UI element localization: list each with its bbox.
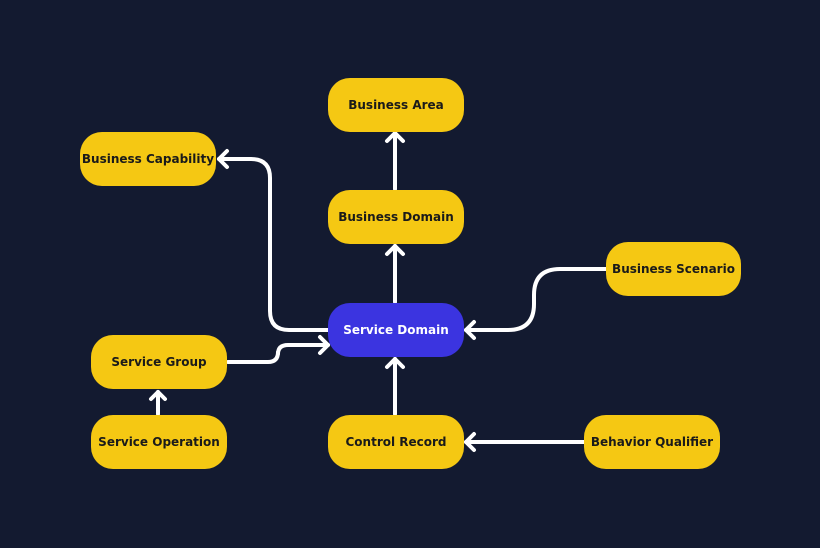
edge-service-domain-to-business-capability — [217, 149, 330, 332]
node-business-area[interactable]: Business Area — [328, 78, 464, 132]
node-service-group[interactable]: Service Group — [91, 335, 227, 389]
node-business-domain[interactable]: Business Domain — [328, 190, 464, 244]
edge-service-group-to-service-domain — [226, 335, 330, 364]
edge-service-operation-to-service-group — [149, 390, 167, 416]
node-business-scenario[interactable]: Business Scenario — [606, 242, 741, 296]
node-business-capability[interactable]: Business Capability — [80, 132, 216, 186]
node-service-domain[interactable]: Service Domain — [328, 303, 464, 357]
edge-business-domain-to-business-area — [385, 131, 405, 191]
node-behavior-qualifier[interactable]: Behavior Qualifier — [584, 415, 720, 469]
edge-control-record-to-service-domain — [385, 357, 405, 416]
edge-business-scenario-to-service-domain — [464, 267, 608, 340]
edge-service-domain-to-business-domain — [385, 244, 405, 304]
node-control-record[interactable]: Control Record — [328, 415, 464, 469]
node-service-operation[interactable]: Service Operation — [91, 415, 227, 469]
edge-behavior-qualifier-to-control-record — [464, 432, 586, 452]
